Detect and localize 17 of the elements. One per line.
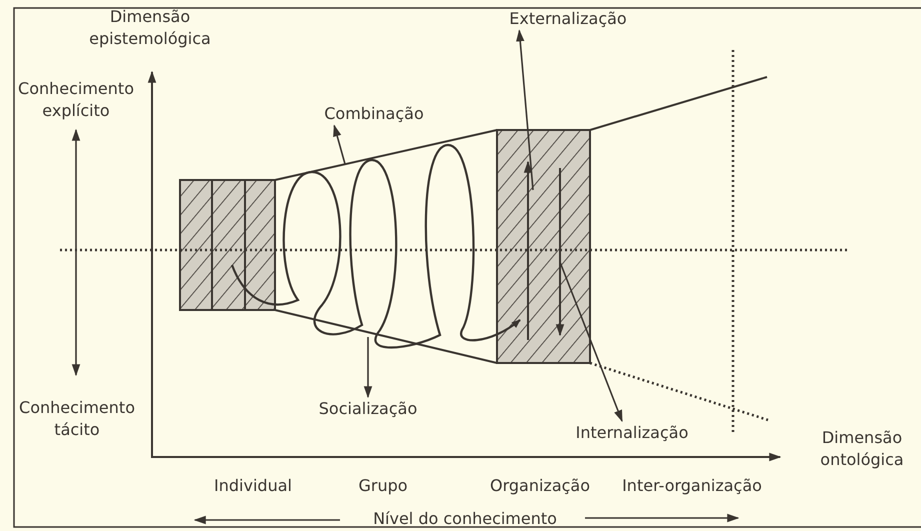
axis-label: Dimensão epistemológica <box>88 6 212 50</box>
mode-label: Externalização <box>509 8 627 30</box>
mode-label: Internalização <box>576 422 688 444</box>
mode-label: Combinação <box>324 103 424 125</box>
level-label: Grupo <box>358 475 408 497</box>
leader-arrow <box>364 337 372 398</box>
axis-label: Nível do conhecimento <box>373 508 557 530</box>
level-label: Organização <box>490 475 590 497</box>
mode-label: Socialização <box>318 398 418 420</box>
leader-arrow <box>559 262 623 422</box>
axis-label: Dimensão ontológica <box>819 427 905 470</box>
axis-label: Conhecimento explícito <box>17 78 135 122</box>
level-label: Inter-organização <box>622 475 762 497</box>
leader-arrow <box>333 124 346 164</box>
leader-arrow <box>516 29 534 190</box>
axis-label: Conhecimento tácito <box>18 397 136 440</box>
level-label: Individual <box>214 475 292 497</box>
